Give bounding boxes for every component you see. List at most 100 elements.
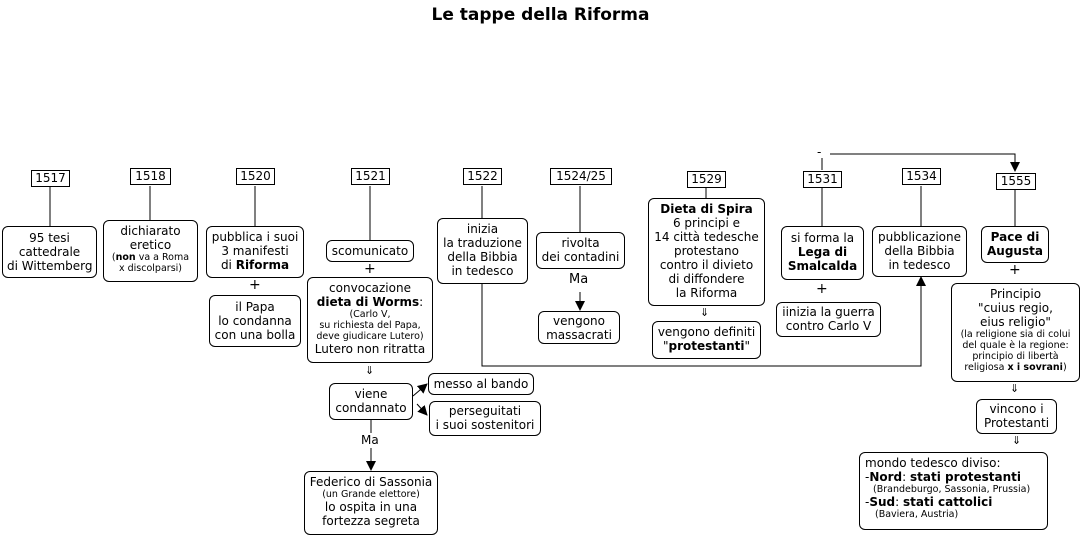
year-1524-25: 1524/25 [550, 168, 612, 185]
text: con una bolla [214, 328, 296, 342]
text: : [895, 495, 903, 509]
text: inizia [466, 222, 499, 236]
dash-label: - [817, 145, 822, 159]
plus-1521: + [364, 261, 376, 277]
text: Federico di Sassonia [309, 475, 433, 489]
text: del quale è la regione: [962, 340, 1069, 351]
box-massacrati: vengono massacrati [538, 311, 620, 344]
text: cattedrale [18, 245, 81, 259]
text: : [902, 470, 910, 484]
text: dieta di Worms [316, 295, 420, 309]
box-dieta-spira: Dieta di Spira 6 principi e 14 città ted… [648, 198, 765, 306]
text: ( [111, 252, 116, 263]
text: iinizia la guerra [782, 305, 875, 319]
arrow-to-perseg [416, 403, 428, 416]
text: Dieta di Spira [660, 202, 753, 216]
ma-label-1521: Ma [361, 433, 379, 447]
box-protestanti-definiti: vengono definiti "protestanti" [652, 321, 761, 359]
text: stati protestanti [910, 470, 1021, 484]
box-mondo-tedesco: mondo tedesco diviso: -Nord: stati prote… [859, 452, 1048, 530]
double-arrow-vincono: ⇓ [1012, 434, 1022, 447]
box-viene-condannato: viene condannato [329, 383, 413, 420]
box-cuius-regio: Principio "cuius regio, eius religio" (l… [951, 283, 1080, 382]
text: Protestanti [983, 416, 1050, 430]
text: si forma la [790, 231, 855, 245]
text: lo condanna [218, 314, 292, 328]
text: su richiesta del Papa, [319, 320, 421, 331]
text: messo al bando [433, 377, 529, 391]
text: la traduzione [443, 236, 522, 250]
text: " [744, 339, 751, 353]
text: protestano [674, 244, 739, 258]
text: ) [1062, 362, 1067, 373]
year-1518: 1518 [130, 168, 171, 185]
year-1531: 1531 [803, 171, 842, 188]
text: della Bibbia [447, 250, 518, 264]
arrow-to-bando [412, 383, 428, 397]
text: 3 manifesti [221, 244, 289, 258]
text: lo ospita in una [324, 500, 418, 514]
box-95-tesi: 95 tesi cattedrale di Wittemberg [2, 226, 97, 278]
text: (Brandeburgo, Sassonia, Prussia) [873, 484, 1031, 495]
box-guerra-carlo: iinizia la guerra contro Carlo V [776, 302, 881, 337]
double-arrow-principio: ⇓ [1010, 382, 1020, 395]
plus-1520: + [249, 277, 261, 293]
text: va a Roma [135, 252, 190, 263]
box-lega-smalcalda: si forma la Lega di Smalcalda [781, 226, 864, 280]
text: mondo tedesco diviso: [865, 456, 1001, 470]
text: x i sovrani [1007, 362, 1063, 373]
text: Nord [869, 470, 903, 484]
text: contro Carlo V [785, 319, 872, 333]
text: Principio [989, 287, 1042, 301]
text: - [865, 470, 870, 484]
text: vengono definiti [657, 325, 756, 339]
year-1555: 1555 [996, 173, 1036, 190]
double-arrow-spira: ⇓ [700, 306, 710, 319]
year-1521: 1521 [351, 168, 390, 185]
box-vincono-protestanti: vincono i Protestanti [976, 399, 1057, 434]
text: Lutero non ritratta [314, 342, 426, 356]
text: di [220, 258, 236, 272]
year-1517: 1517 [31, 170, 70, 187]
text: massacrati [546, 328, 612, 342]
text: dichiarato [120, 224, 181, 238]
text: : [419, 295, 424, 309]
year-1534: 1534 [902, 168, 941, 185]
text: religiosa [964, 362, 1008, 373]
box-pace-augusta: Pace di Augusta [981, 226, 1049, 263]
text: in tedesco [451, 264, 514, 278]
box-manifesti: pubblica i suoi 3 manifesti di Riforma [206, 226, 304, 278]
text: pubblicazione [877, 230, 962, 244]
text: perseguitati [448, 404, 522, 418]
text: eretico [129, 238, 172, 252]
text: di Wittemberg [7, 259, 93, 273]
arrow-bibbia [481, 276, 926, 367]
text: " [662, 339, 669, 353]
text: dei contadini [541, 250, 620, 264]
text: (un Grande elettore) [322, 489, 420, 500]
text: deve giudicare Lutero) [316, 331, 424, 342]
text: x discolparsi) [119, 263, 182, 274]
text: viene [354, 387, 388, 401]
box-perseguitati: perseguitati i suoi sostenitori [429, 401, 541, 436]
box-federico-sassonia: Federico di Sassonia (un Grande elettore… [304, 471, 438, 535]
plus-1531: + [816, 281, 828, 297]
text: in tedesco [888, 258, 951, 272]
box-scomunicato: scomunicato [326, 240, 414, 262]
year-1529: 1529 [687, 171, 726, 188]
text: Riforma [235, 258, 290, 272]
text: fortezza segreta [322, 514, 420, 528]
text: rivolta [561, 236, 600, 250]
text: vincono i [989, 402, 1044, 416]
text: i suoi sostenitori [435, 418, 535, 432]
text: eius religio" [980, 315, 1051, 329]
text: contro il divieto [659, 258, 754, 272]
ma-label-1524: Ma [569, 272, 589, 287]
text: di diffondere [668, 272, 745, 286]
plus-1555: + [1009, 262, 1021, 278]
text: pubblica i suoi [211, 230, 299, 244]
diagram-title: Le tappe della Riforma [431, 5, 650, 25]
text: Sud [869, 495, 896, 509]
text: - [865, 495, 870, 509]
